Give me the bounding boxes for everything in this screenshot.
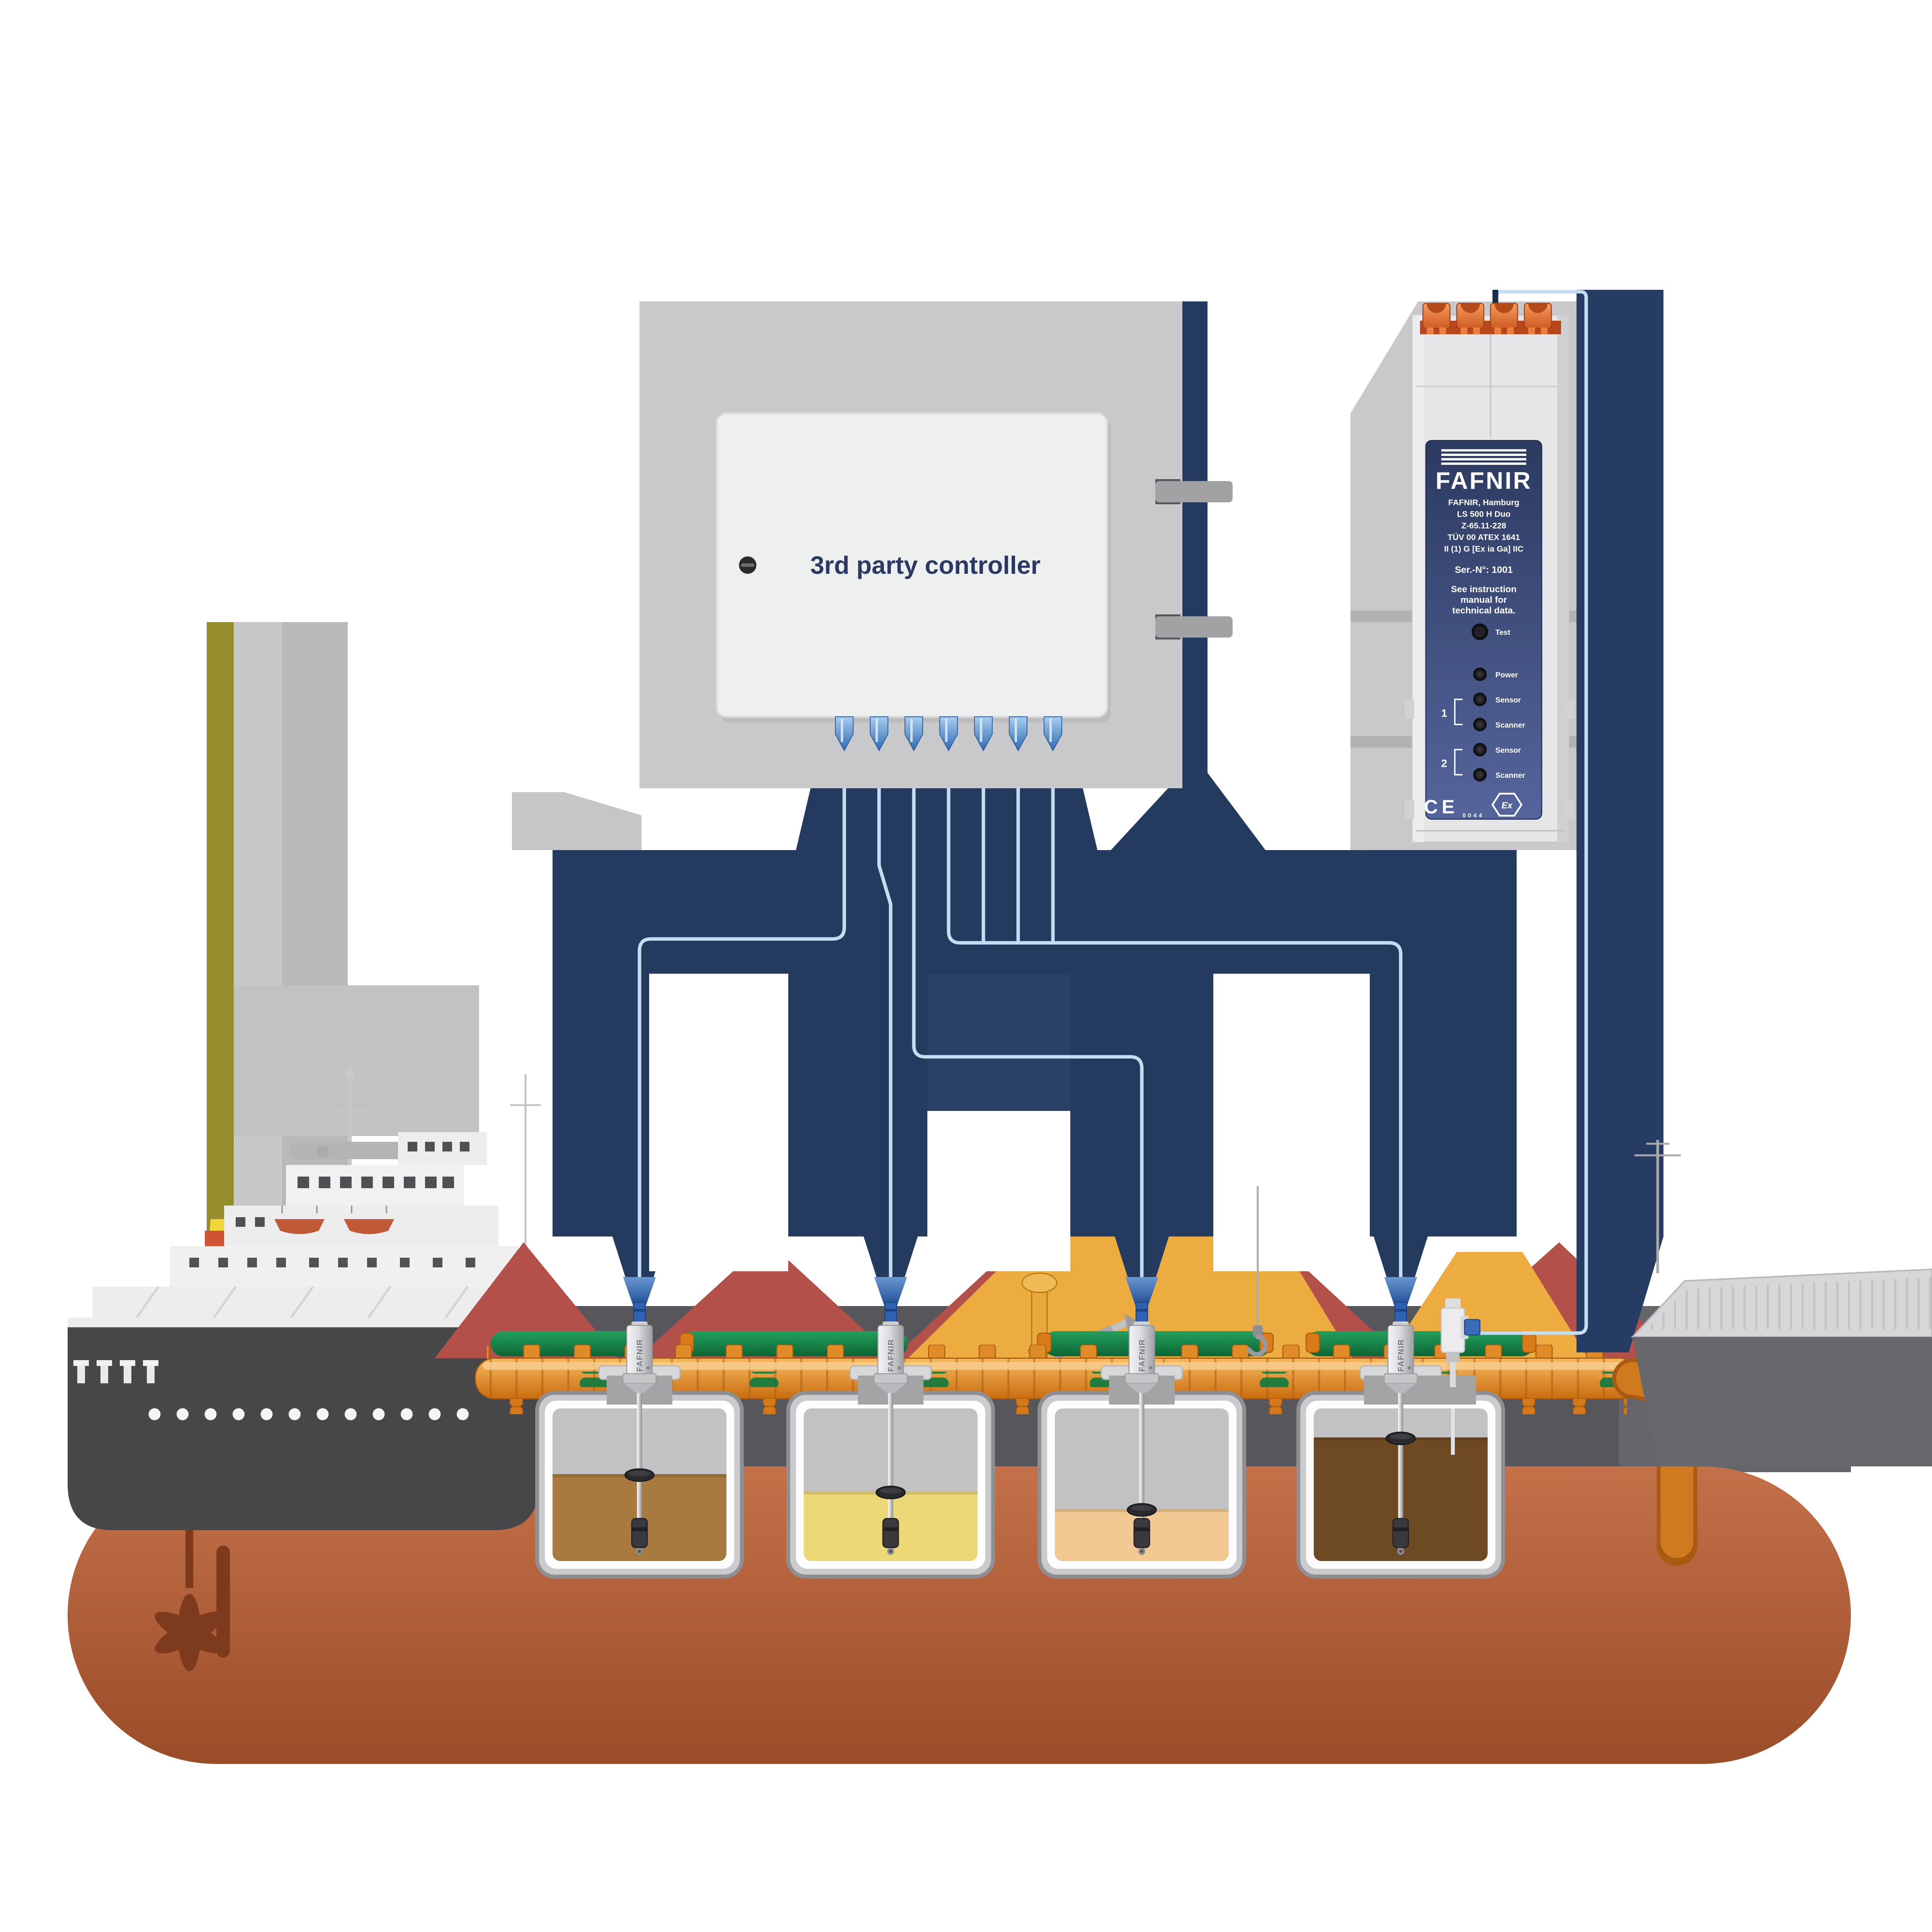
probe-4-head bbox=[1384, 1277, 1417, 1393]
harbour-structures bbox=[218, 622, 479, 1242]
notified-body-number: 0044 bbox=[1463, 813, 1484, 819]
info-line-4: TÜV 00 ATEX 1641 bbox=[1447, 532, 1520, 542]
barge-hull bbox=[1633, 1337, 1932, 1466]
probe-3-brand: FAFNIR bbox=[1138, 1339, 1147, 1372]
lifeboat bbox=[344, 1213, 394, 1234]
svg-text:Scanner: Scanner bbox=[1495, 721, 1525, 730]
bulwark bbox=[68, 1318, 539, 1329]
hinge-top bbox=[1155, 481, 1233, 502]
note-line-3: technical data. bbox=[1452, 605, 1515, 616]
tank-4-float bbox=[1386, 1432, 1415, 1445]
deck-bridge bbox=[286, 1165, 464, 1206]
svg-text:Ex: Ex bbox=[1502, 800, 1513, 810]
info-line-5: II (1) G [Ex ia Ga] IIC bbox=[1444, 544, 1524, 554]
led-sensor-2: Sensor bbox=[1473, 743, 1521, 757]
channel-group-2: 2 bbox=[1441, 757, 1447, 769]
note-line-2: manual for bbox=[1461, 595, 1507, 605]
led-power: Power bbox=[1473, 667, 1518, 681]
led-sensor-1: Sensor bbox=[1473, 692, 1521, 706]
svg-text:Sensor: Sensor bbox=[1495, 696, 1521, 704]
info-line-3: Z-65.11-228 bbox=[1461, 521, 1506, 531]
cable-probe-3 bbox=[912, 750, 1144, 1279]
tank-1-float bbox=[625, 1469, 654, 1481]
controller-label: 3rd party controller bbox=[810, 551, 1041, 579]
controller-cabinet: 3rd party controller bbox=[639, 301, 1233, 788]
barge bbox=[1631, 1140, 1932, 1466]
probe-1-brand: FAFNIR bbox=[636, 1339, 645, 1372]
ce-mark: CE bbox=[1424, 796, 1458, 818]
channel-group-1: 1 bbox=[1441, 707, 1447, 719]
scanner-connector bbox=[1464, 1319, 1481, 1336]
funnel-pipe bbox=[207, 622, 234, 1236]
tank-4-suction-pipe bbox=[1451, 1408, 1455, 1455]
terminal-blocks bbox=[1420, 303, 1561, 334]
led-test: Test bbox=[1471, 623, 1510, 640]
cable-probe-1 bbox=[638, 750, 846, 1279]
note-line-1: See instruction bbox=[1451, 584, 1517, 594]
info-line-1: FAFNIR, Hamburg bbox=[1448, 498, 1519, 507]
hinge-bottom bbox=[1155, 616, 1233, 638]
info-line-2: LS 500 H Duo bbox=[1457, 510, 1511, 519]
tank-1 bbox=[535, 1365, 744, 1578]
tank-2 bbox=[786, 1365, 995, 1578]
duct-controller-edge bbox=[1182, 301, 1208, 788]
svg-text:Sensor: Sensor bbox=[1495, 746, 1521, 755]
tank-3 bbox=[1037, 1365, 1246, 1578]
propeller bbox=[155, 1530, 230, 1671]
ex-mark: Ex bbox=[1491, 793, 1523, 817]
tank-4 bbox=[1296, 1365, 1505, 1578]
cable-probe-4 bbox=[947, 750, 1403, 1279]
svg-text:Scanner: Scanner bbox=[1495, 771, 1525, 780]
duct-main-band bbox=[553, 850, 1517, 974]
duct-window-1 bbox=[649, 974, 788, 1271]
lifeboat bbox=[274, 1213, 325, 1234]
ls500-label-panel: FAFNIR FAFNIR, Hamburg LS 500 H Duo Z-65… bbox=[1424, 440, 1543, 820]
portholes bbox=[148, 1408, 469, 1420]
duct-window-3 bbox=[1213, 974, 1370, 1271]
fafnir-wordmark: FAFNIR bbox=[1435, 467, 1532, 494]
probe-2-head bbox=[874, 1277, 907, 1393]
tank-4-scanner-fitting bbox=[1440, 1298, 1481, 1387]
probe-2-brand: FAFNIR bbox=[887, 1339, 896, 1372]
tank-2-probe-rod bbox=[888, 1383, 893, 1549]
serial-line: Ser.-N°: 1001 bbox=[1455, 565, 1513, 575]
cable-ducts bbox=[512, 290, 1663, 1352]
probe-1-head bbox=[623, 1277, 656, 1393]
tank-4-probe-rod bbox=[1398, 1383, 1403, 1549]
tank-2-float bbox=[876, 1486, 905, 1499]
crane-hook bbox=[1247, 1186, 1268, 1357]
tank-3-float bbox=[1128, 1504, 1156, 1516]
crane-pulley bbox=[316, 1145, 329, 1158]
duct-window-2 bbox=[927, 1111, 1070, 1271]
hull bbox=[68, 1327, 539, 1530]
ls500-unit: FAFNIR FAFNIR, Hamburg LS 500 H Duo Z-65… bbox=[1350, 290, 1577, 850]
svg-text:Test: Test bbox=[1495, 628, 1510, 637]
led-scanner-2: Scanner bbox=[1473, 768, 1525, 782]
tank-1-probe-rod bbox=[637, 1383, 642, 1549]
probe-4-brand: FAFNIR bbox=[1397, 1339, 1406, 1372]
svg-text:Power: Power bbox=[1495, 671, 1518, 679]
tanker-ship bbox=[68, 622, 541, 1671]
probe-heads: FAFNIR FAFNIR FAFNIR FAFNIR bbox=[623, 1277, 1481, 1393]
led-scanner-1: Scanner bbox=[1473, 718, 1525, 731]
duct-right-channel bbox=[1577, 290, 1663, 1352]
harbour-shed bbox=[234, 985, 479, 1136]
fafnir-logo bbox=[1441, 449, 1526, 465]
cable-probe-2 bbox=[877, 750, 893, 1279]
